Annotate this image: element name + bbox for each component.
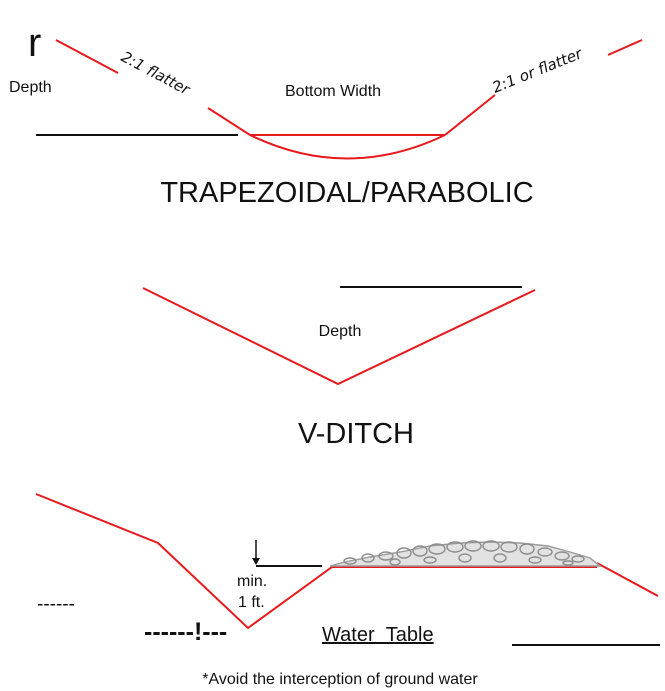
water-table-dashes-left: ------ [37,594,75,615]
v-ditch-depth-label: Depth [319,323,362,340]
v-ditch-section: Depth V-DITCH [142,286,536,450]
gravel-spoil-pile [329,540,602,567]
right-slope-upper [607,39,643,56]
parabolic-bottom-curve [249,134,446,160]
v-ditch-title: V-DITCH [298,418,414,450]
depth-value-label: 1 ft. [238,594,265,611]
right-slope-label: 2:1 or flatter [490,44,586,97]
depth-arrow-head [252,558,260,565]
right-slope-lower [444,94,496,136]
left-slope-lower [207,107,251,136]
marker-r: r [28,21,41,65]
trapezoidal-section: r Depth 2:1 flatter 2:1 or flatter Botto… [9,21,643,209]
water-table-dashes-center: ------!--- [144,618,227,646]
bottom-width-label: Bottom Width [285,83,381,100]
left-slope-upper [55,39,119,74]
trapezoidal-title: TRAPEZOIDAL/PARABOLIC [160,177,533,209]
min-label: min. [237,573,267,590]
left-slope-label: 2:1 flatter [118,48,193,99]
water-table-section: min. 1 ft. ------ ------!--- Water Table… [35,493,660,688]
right-bank-slope [596,562,659,597]
water-table-label: Water Table [322,624,434,646]
groundwater-note: *Avoid the interception of ground water [202,671,478,688]
trap-depth-label: Depth [9,79,52,96]
channel-profile [35,493,597,630]
v-ditch-profile [142,287,536,386]
